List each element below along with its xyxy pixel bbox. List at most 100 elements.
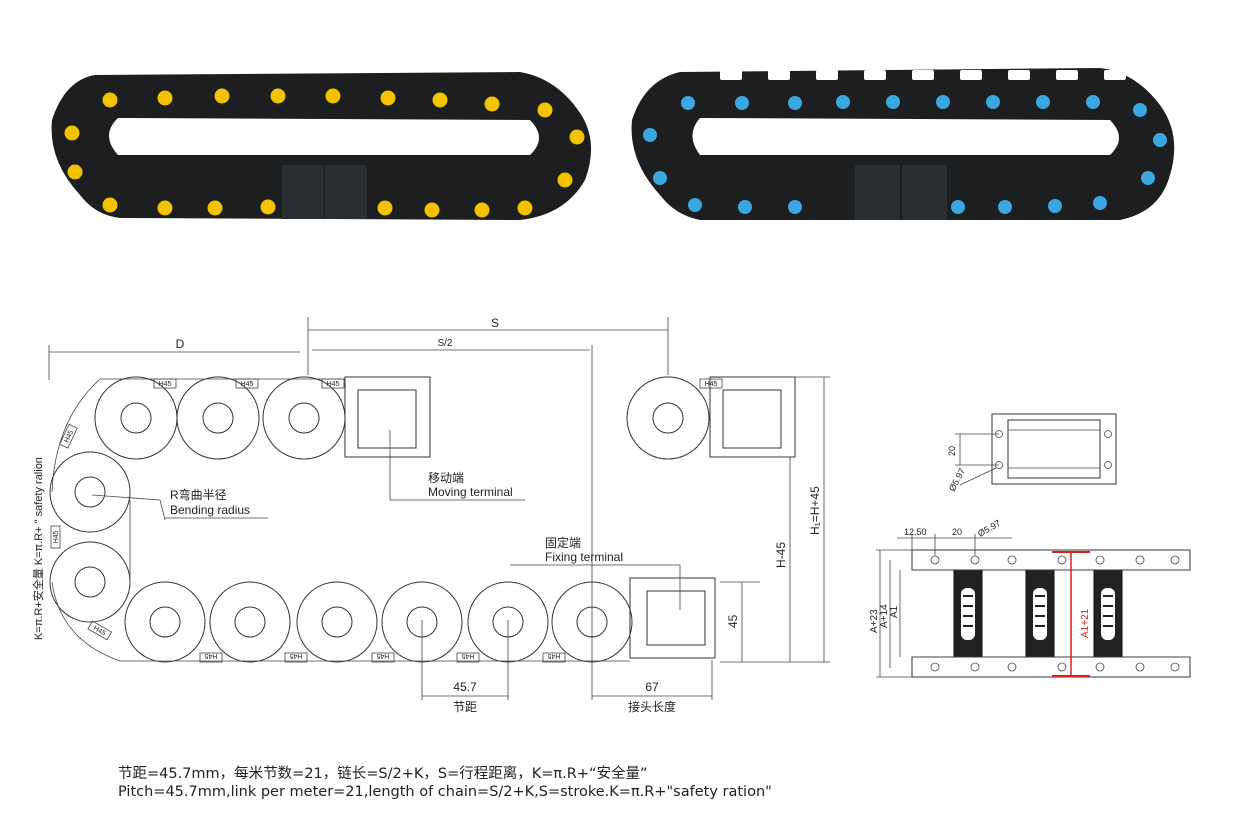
blue-dot-icon: [1093, 196, 1107, 210]
chain-bracket: [902, 165, 947, 220]
link-tag: H45: [376, 652, 389, 659]
link-outer-circle: [296, 581, 378, 663]
hole-icon: [1057, 555, 1067, 565]
photo-right-drag-chain: [631, 68, 1175, 220]
caption-english: Pitch=45.7mm,link per meter=21,length of…: [118, 784, 772, 800]
chain-crossbar-slots: [720, 70, 1126, 80]
label-a23: A+23: [869, 609, 880, 633]
label-bending-en: Bending radius: [170, 503, 250, 517]
blue-dot-icon: [681, 96, 695, 110]
chain-bracket: [325, 165, 367, 219]
plan-hole-group: [930, 555, 1180, 672]
yellow-dot-icon: [537, 102, 553, 118]
label-hole: Ø5.97: [947, 467, 967, 493]
moving-end-bracket-right-inner: [722, 389, 782, 449]
yellow-dot-icon: [67, 164, 83, 180]
chain-loop-opening: [692, 118, 1119, 155]
side-plate-bottom: [911, 656, 1191, 678]
caption-chinese: 节距=45.7mm，每米节数=21，链长=S/2+K，S=行程距离，K=π.R+…: [118, 766, 648, 782]
yellow-dot-icon: [102, 92, 118, 108]
bend-link-tag-box: [59, 423, 78, 449]
link-outer-circle: [124, 581, 206, 663]
hole-icon: [1135, 555, 1145, 565]
yellow-dot-icon: [157, 200, 173, 216]
label-moving-en: Moving terminal: [428, 485, 513, 499]
yellow-dot-icon: [102, 197, 118, 213]
label-joint: 接头长度: [628, 699, 676, 714]
label-12-50: 12.50: [904, 527, 927, 537]
crossbar-slot: [1056, 70, 1078, 80]
plan-crossbar-group: [912, 569, 1190, 658]
yellow-dot-icon: [424, 202, 440, 218]
blue-dot-icon: [1141, 171, 1155, 185]
label-45: 45: [726, 614, 740, 628]
hole-icon: [1104, 430, 1112, 438]
link-outer-circle: [176, 376, 260, 460]
crossbar-slot: [1008, 70, 1030, 80]
link-tag: H45: [461, 652, 474, 659]
blue-dot-icon: [788, 200, 802, 214]
label-bending-zh: R弯曲半径: [170, 487, 227, 502]
bend-link-pin-circle: [74, 566, 106, 598]
blue-dot-icon: [1048, 199, 1062, 213]
hole-icon: [1104, 461, 1112, 469]
link-pin-circle: [149, 606, 181, 638]
label-hf: H₁=H+45: [808, 486, 822, 535]
crossbar-slot: [720, 70, 742, 80]
moving-end-bracket-right: [709, 376, 796, 458]
bend-link-tag-box: [50, 525, 61, 549]
link-outer-circle: [209, 581, 291, 663]
fixing-terminal-inner: [646, 590, 706, 646]
crossbar-slot: [912, 70, 934, 80]
hole-icon: [1057, 662, 1067, 672]
blue-dot-icon: [986, 95, 1000, 109]
blue-dot-icon: [998, 200, 1012, 214]
link-tag: H45: [327, 381, 340, 388]
label-k-safety: K=π.R+安全量 K=π.R+ " safety ralion: [31, 457, 45, 640]
label-h45: H-45: [774, 542, 788, 568]
label-joint-value: 67: [645, 680, 659, 694]
link-pin-circle: [321, 606, 353, 638]
label-S: S: [491, 316, 499, 330]
yellow-dot-icon: [157, 90, 173, 106]
link-outer-circle: [551, 581, 633, 663]
yellow-dot-icon: [557, 172, 573, 188]
link-tag-box: [456, 652, 480, 663]
detail-top-inner: [1007, 419, 1101, 479]
chain-bracket: [282, 165, 324, 219]
blue-dot-icon: [1133, 103, 1147, 117]
moving-terminal-inner: [357, 389, 417, 449]
blue-dot-icon: [886, 95, 900, 109]
hole-icon: [1007, 555, 1017, 565]
label-hole-plan: Ø5.97: [976, 518, 1002, 539]
moving-terminal-bracket: [344, 376, 431, 458]
leader-fixing-terminal: [510, 564, 681, 610]
link-tag: H45: [159, 381, 172, 388]
link-pin-circle: [234, 606, 266, 638]
link-pin-circle: [576, 606, 608, 638]
blue-dot-icon: [735, 96, 749, 110]
yellow-dot-icon: [64, 125, 80, 141]
link-outer-circle: [626, 376, 710, 460]
leader-moving-terminal: [389, 430, 525, 501]
yellow-dot-icon: [377, 200, 393, 216]
link-tag-box: [699, 378, 723, 389]
leader-hole: [959, 467, 997, 486]
chain-dots-yellow: [64, 88, 585, 218]
detail-link-top-view: 20 Ø5.97: [947, 413, 1117, 493]
crossbar-slot: [768, 70, 790, 80]
label-a1: A1: [889, 605, 900, 618]
label-fixing-en: Fixing terminal: [545, 550, 623, 564]
link-tag-box: [542, 652, 566, 663]
chain-loop-opening: [109, 118, 539, 155]
link-tag: H45: [547, 652, 560, 659]
label-20: 20: [952, 527, 962, 537]
yellow-dot-icon: [432, 92, 448, 108]
link-pin-circle: [202, 402, 234, 434]
link-tag: H45: [705, 381, 718, 388]
bend-outline: [51, 378, 101, 493]
yellow-dot-icon: [484, 96, 500, 112]
label-dim-20: 20: [947, 446, 957, 456]
label-pitch: 节距: [453, 700, 477, 714]
